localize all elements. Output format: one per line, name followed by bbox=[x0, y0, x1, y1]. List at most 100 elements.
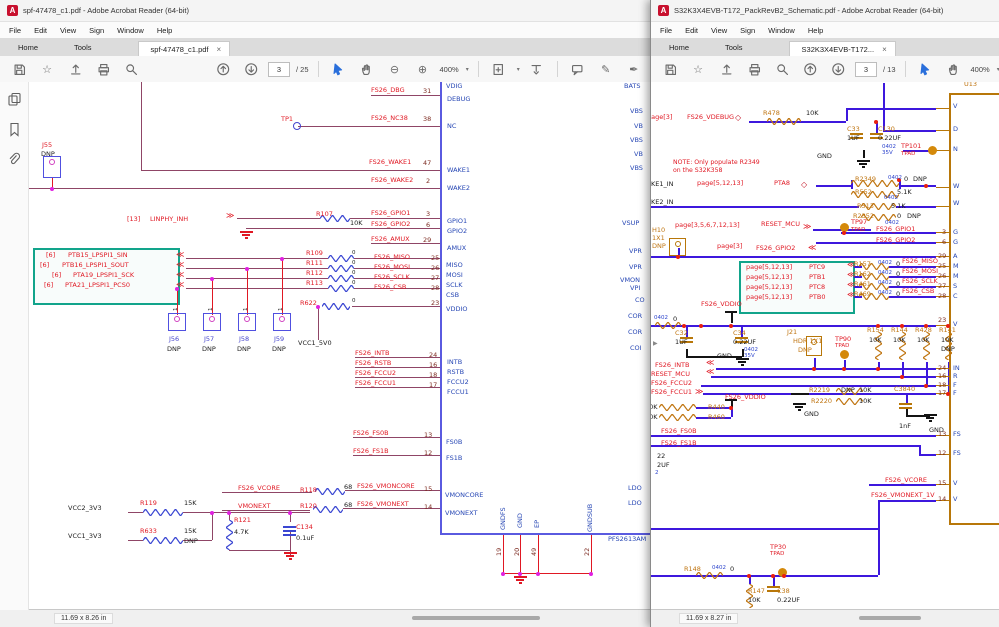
pen-icon[interactable]: ✒ bbox=[629, 63, 639, 76]
junction-dot bbox=[897, 177, 901, 182]
share-icon[interactable] bbox=[64, 60, 86, 78]
schematic-label: VBS bbox=[630, 164, 643, 172]
horizontal-scrollbar[interactable] bbox=[412, 616, 540, 620]
window-title: spf-47478_c1.pdf - Adobe Acrobat Reader … bbox=[23, 6, 189, 15]
highlight-icon[interactable]: ✎ bbox=[601, 63, 611, 76]
hand-tool-icon[interactable] bbox=[356, 60, 378, 78]
capacitor-symbol bbox=[283, 530, 296, 532]
window-title: S32K3X4EVB-T172_PackRevB2_Schematic.pdf … bbox=[674, 6, 944, 15]
tab-tools[interactable]: Tools bbox=[725, 43, 743, 52]
page-thumbnails-icon[interactable] bbox=[7, 92, 21, 106]
schematic-label: FS26_DBG bbox=[371, 86, 405, 94]
tab-home[interactable]: Home bbox=[669, 43, 690, 52]
document-canvas[interactable]: ◀ ≫≪≪≪≪J55DNPTP1[13]LINPHY_INHR10710K[6]… bbox=[0, 82, 650, 610]
schematic-label: FS26_CSB bbox=[374, 283, 407, 291]
tab-document[interactable]: S32K3X4EVB-T172... × bbox=[788, 41, 896, 56]
zoom-plus-icon[interactable]: ⊕ bbox=[417, 63, 428, 76]
comment-icon[interactable] bbox=[567, 60, 589, 78]
wire bbox=[371, 243, 440, 244]
wire bbox=[906, 393, 908, 405]
print-icon[interactable] bbox=[92, 60, 114, 78]
ground-symbol bbox=[928, 420, 932, 422]
schematic-label: 14 bbox=[424, 503, 433, 511]
close-tab-icon[interactable]: × bbox=[882, 44, 887, 54]
chevron-down-icon[interactable]: ▾ bbox=[516, 66, 520, 73]
wire bbox=[878, 500, 936, 502]
select-cursor-icon[interactable] bbox=[915, 60, 937, 78]
zoom-level-select[interactable]: 400% bbox=[439, 64, 459, 74]
menu-item-sign[interactable]: Sign bbox=[740, 25, 756, 35]
zoom-minus-icon[interactable]: ⊖ bbox=[389, 63, 400, 76]
menu-item-edit[interactable]: Edit bbox=[34, 25, 48, 35]
capacitor-symbol bbox=[767, 586, 780, 588]
schematic-label: R428 bbox=[915, 326, 932, 334]
chevron-down-icon[interactable]: ▾ bbox=[465, 66, 469, 73]
nav-pane-expand-icon[interactable]: ▶ bbox=[653, 341, 658, 347]
fit-page-icon[interactable] bbox=[488, 60, 510, 78]
close-tab-icon[interactable]: × bbox=[216, 44, 222, 54]
print-icon[interactable] bbox=[743, 60, 765, 78]
tab-home[interactable]: Home bbox=[18, 43, 39, 52]
bookmarks-icon[interactable] bbox=[7, 122, 21, 137]
schematic-label: R2220 bbox=[811, 397, 833, 405]
title-bar[interactable]: A spf-47478_c1.pdf - Adobe Acrobat Reade… bbox=[0, 0, 650, 22]
page-number-input[interactable]: 3 bbox=[855, 61, 877, 77]
star-icon[interactable]: ☆ bbox=[693, 63, 703, 76]
page-number-input[interactable]: 3 bbox=[268, 61, 290, 77]
page-down-icon[interactable] bbox=[827, 60, 849, 78]
menu-item-view[interactable]: View bbox=[60, 25, 77, 35]
share-icon[interactable] bbox=[715, 60, 737, 78]
schematic-label: 0 bbox=[730, 565, 735, 573]
schematic-label: 12 bbox=[424, 449, 433, 457]
document-canvas[interactable]: ▶ ◇◇≫≪≪≪≪≪≪≪≫U13page[3]FS26_VDEBUGR47810… bbox=[651, 82, 999, 610]
wire bbox=[936, 206, 949, 208]
schematic-label: R513 bbox=[857, 202, 874, 210]
column-tool-icon[interactable] bbox=[526, 60, 548, 78]
zoom-level-select[interactable]: 400% bbox=[970, 64, 990, 74]
attachments-icon[interactable] bbox=[7, 152, 21, 166]
search-icon[interactable] bbox=[771, 60, 793, 78]
schematic-label: VCC1_3V3 bbox=[68, 532, 102, 540]
toolbar-separator bbox=[556, 61, 558, 77]
wire bbox=[725, 311, 737, 314]
junction-dot bbox=[175, 286, 179, 291]
menu-item-help[interactable]: Help bbox=[156, 25, 173, 35]
tab-tools[interactable]: Tools bbox=[74, 43, 92, 52]
menu-item-window[interactable]: Window bbox=[117, 25, 144, 35]
schematic-label: [6] bbox=[52, 271, 62, 279]
wire bbox=[696, 417, 731, 419]
wire bbox=[851, 180, 853, 189]
select-cursor-icon[interactable] bbox=[328, 60, 350, 78]
menu-item-sign[interactable]: Sign bbox=[89, 25, 105, 35]
save-icon[interactable] bbox=[8, 60, 30, 78]
junction-dot bbox=[924, 383, 928, 388]
save-icon[interactable] bbox=[659, 60, 681, 78]
ground-symbol bbox=[286, 555, 294, 557]
menu-item-window[interactable]: Window bbox=[768, 25, 795, 35]
page-up-icon[interactable] bbox=[212, 60, 234, 78]
hand-tool-icon[interactable] bbox=[943, 60, 965, 78]
wire bbox=[731, 407, 733, 417]
tab-document[interactable]: spf-47478_c1.pdf × bbox=[137, 41, 231, 56]
menu-item-file[interactable]: File bbox=[660, 25, 673, 35]
page-up-icon[interactable] bbox=[799, 60, 821, 78]
schematic-label: 0402 bbox=[884, 195, 898, 201]
menu-item-help[interactable]: Help bbox=[807, 25, 824, 35]
chevron-down-icon[interactable]: ▾ bbox=[997, 66, 999, 73]
horizontal-scrollbar[interactable] bbox=[859, 616, 921, 620]
wire bbox=[936, 484, 949, 486]
schematic-label: GPIO1 bbox=[447, 217, 468, 225]
schematic-label: FS26_VMONEXT bbox=[357, 500, 409, 508]
page-down-icon[interactable] bbox=[240, 60, 262, 78]
schematic-label: 25 bbox=[431, 254, 440, 262]
schematic-label: 0.22UF bbox=[733, 338, 756, 346]
menu-item-file[interactable]: File bbox=[9, 25, 22, 35]
junction-dot bbox=[50, 186, 54, 191]
search-icon[interactable] bbox=[120, 60, 142, 78]
title-bar[interactable]: A S32K3X4EVB-T172_PackRevB2_Schematic.pd… bbox=[651, 0, 999, 22]
schematic-label: FS26_WAKE2 bbox=[371, 176, 414, 184]
wire bbox=[212, 278, 213, 315]
menu-item-view[interactable]: View bbox=[711, 25, 728, 35]
star-icon[interactable]: ☆ bbox=[42, 63, 52, 76]
menu-item-edit[interactable]: Edit bbox=[685, 25, 699, 35]
